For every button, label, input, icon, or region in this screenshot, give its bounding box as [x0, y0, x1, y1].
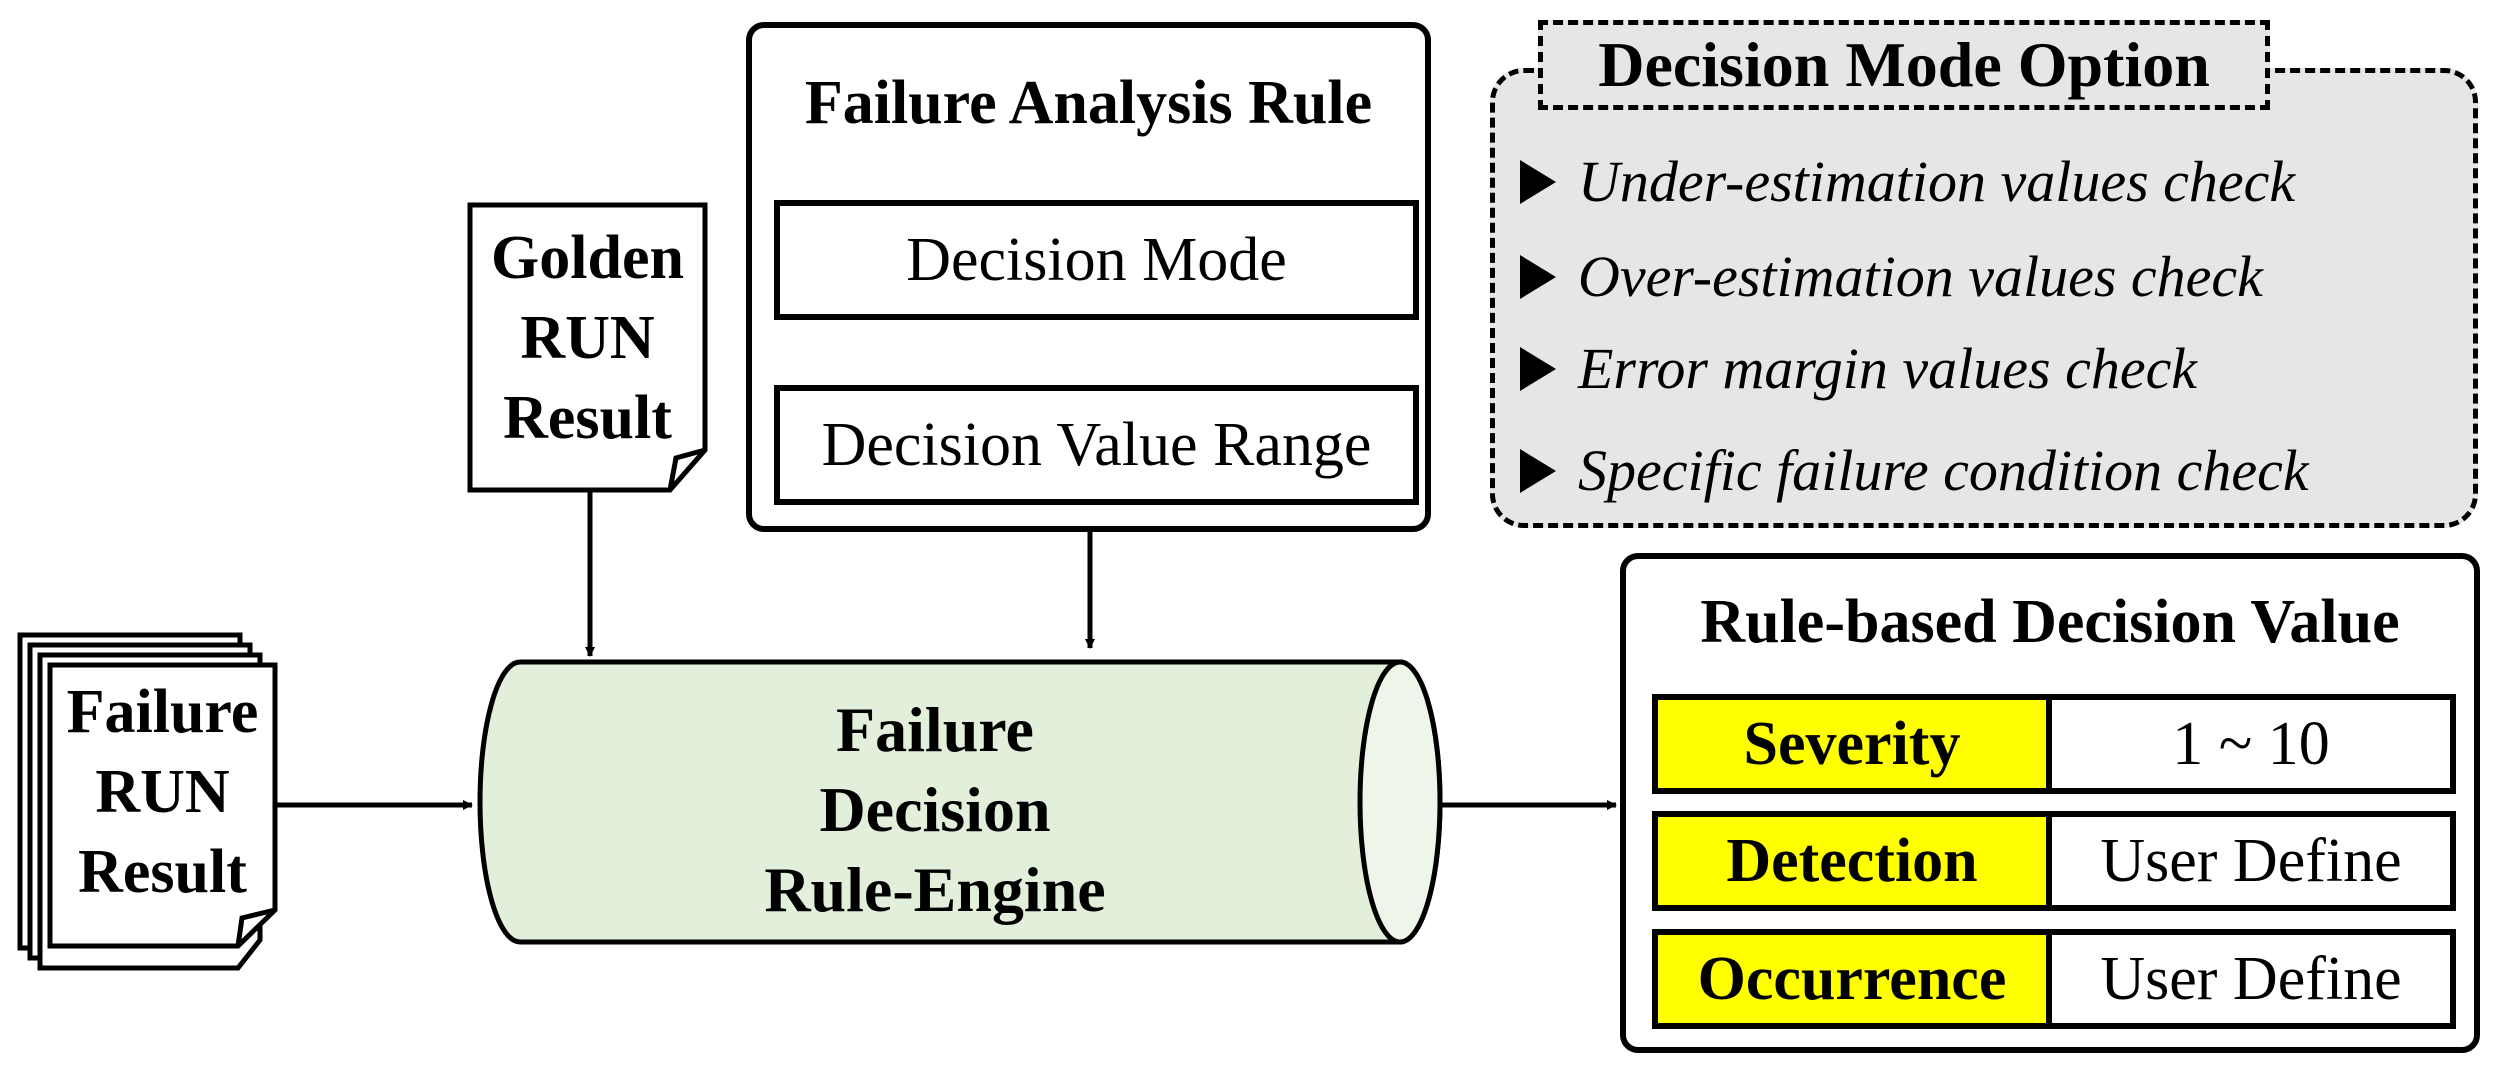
golden-run-line3: Result: [503, 384, 672, 452]
bullet-triangle-icon: [1520, 159, 1556, 204]
failure-run-line1: Failure: [66, 678, 259, 746]
bullet-triangle-icon: [1520, 448, 1556, 493]
decision-value: 1 ~ 10: [2046, 694, 2456, 794]
decision-row-detection: Detection User Define: [1652, 811, 2456, 911]
engine-line1: Failure: [836, 694, 1034, 765]
engine-line3: Rule-Engine: [764, 854, 1106, 925]
decision-key: Severity: [1652, 694, 2052, 794]
decision-mode-option-box: [1490, 68, 2478, 528]
golden-run-label: Golden RUN Result: [470, 218, 705, 458]
option-item-label: Specific failure condition check: [1578, 438, 2309, 503]
bullet-triangle-icon: [1520, 254, 1556, 299]
decision-value-range-box: Decision Value Range: [774, 385, 1419, 505]
rule-engine-cylinder: [477, 659, 1443, 945]
failure-run-line3: Result: [78, 838, 247, 906]
option-item: Under-estimation values check: [1520, 148, 2295, 218]
engine-line2: Decision: [819, 774, 1051, 845]
golden-run-document: [467, 202, 708, 493]
decision-value: User Define: [2046, 929, 2456, 1029]
decision-value: User Define: [2046, 811, 2456, 911]
failure-analysis-rule-box: Failure Analysis Rule Decision Mode Deci…: [746, 22, 1431, 532]
decision-row-occurrence: Occurrence User Define: [1652, 929, 2456, 1029]
option-item: Specific failure condition check: [1520, 437, 2309, 507]
decision-mode-option-title: Decision Mode Option: [1538, 20, 2270, 110]
failure-analysis-rule-title: Failure Analysis Rule: [804, 69, 1373, 137]
option-item: Error margin values check: [1520, 335, 2197, 405]
failure-run-document: [17, 632, 278, 971]
failure-run-label: Failure RUN Result: [50, 672, 275, 912]
golden-run-line2: RUN: [520, 304, 655, 372]
rule-engine-label: Failure Decision Rule-Engine: [640, 690, 1230, 930]
decision-key: Detection: [1652, 811, 2052, 911]
decision-key: Occurrence: [1652, 929, 2052, 1029]
option-item-label: Under-estimation values check: [1578, 149, 2296, 214]
option-item-label: Error margin values check: [1578, 336, 2198, 401]
option-item-label: Over-estimation values check: [1578, 244, 2263, 309]
bullet-triangle-icon: [1520, 346, 1556, 391]
rule-based-decision-value-box: Rule-based Decision Value Severity 1 ~ 1…: [1620, 553, 2480, 1053]
failure-run-line2: RUN: [95, 758, 230, 826]
option-item: Over-estimation values check: [1520, 243, 2263, 313]
decision-mode-box: Decision Mode: [774, 200, 1419, 320]
decision-row-severity: Severity 1 ~ 10: [1652, 694, 2456, 794]
golden-run-line1: Golden: [491, 224, 684, 292]
rule-based-decision-value-title: Rule-based Decision Value: [1700, 588, 2400, 656]
